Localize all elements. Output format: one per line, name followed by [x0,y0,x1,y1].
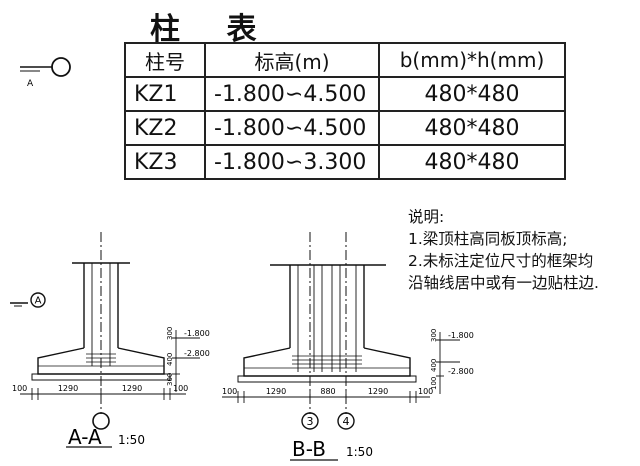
table-title: 柱 表 [150,12,275,47]
section-bb-axis-3: 3 [307,415,314,428]
cell-section-size: 480*480 [378,144,566,180]
bb-elev-bottom: -2.800 [448,367,474,376]
cell-column-id: KZ3 [124,144,206,180]
section-bb-drawing [222,232,460,430]
bb-dim-left: 100 [222,387,237,396]
cell-elevation: -1.800∽4.500 [204,76,380,112]
section-bb-title: B-B [292,437,326,461]
legend-axis-label: A [27,79,34,89]
cell-section-size: 480*480 [378,110,566,146]
aa-elev-bottom: -2.800 [184,349,210,358]
cell-column-id: KZ2 [124,110,206,146]
header-elevation: 标高(m) [204,42,380,78]
section-bb-axis-4: 4 [343,415,350,428]
table-row: KZ2 -1.800∽4.500 480*480 [124,110,566,146]
cell-elevation: -1.800∽4.500 [204,110,380,146]
section-bb-scale: 1:50 [346,445,373,459]
aa-vdim-2: 400 [166,353,174,366]
section-aa-drawing [10,232,200,430]
note-item: 2.未标注定位尺寸的框架均 [408,252,594,270]
aa-vdim-1: 300 [166,327,174,340]
column-schedule-table: 柱号 标高(m) b(mm)*h(mm) KZ1 -1.800∽4.500 48… [124,42,566,180]
table-row: KZ1 -1.800∽4.500 480*480 [124,76,566,112]
aa-vdim-3: 300 [166,373,174,386]
aa-elev-top: -1.800 [184,329,210,338]
cell-column-id: KZ1 [124,76,206,112]
header-section-size: b(mm)*h(mm) [378,42,566,78]
section-aa-title: A-A [68,425,102,449]
table-header-row: 柱号 标高(m) b(mm)*h(mm) [124,42,566,78]
table-row: KZ3 -1.800∽3.300 480*480 [124,144,566,180]
section-aa-scale: 1:50 [118,433,145,447]
bb-elev-top: -1.800 [448,331,474,340]
aa-dim-left: 100 [12,384,27,393]
bb-dim-right: 100 [418,387,433,396]
bb-vdim-3: 100 [430,377,438,390]
notes-title: 说明: [408,208,445,226]
aa-dim-1: 1290 [58,384,78,393]
note-item: 1.梁顶柱高同板顶标高; [408,230,568,248]
header-column-id: 柱号 [124,42,206,78]
bb-dim-2: 880 [320,387,335,396]
aa-dim-right: 100 [173,384,188,393]
bb-dim-1: 1290 [266,387,286,396]
axis-legend [20,57,71,77]
cell-elevation: -1.800∽3.300 [204,144,380,180]
note-item: 沿轴线居中或有一边贴柱边. [408,274,599,292]
bb-vdim-1: 300 [430,329,438,342]
notes-block: 说明: 1.梁顶柱高同板顶标高; 2.未标注定位尺寸的框架均 沿轴线居中或有一边… [408,206,599,294]
bb-vdim-2: 400 [430,359,438,372]
aa-dim-2: 1290 [122,384,142,393]
cell-section-size: 480*480 [378,76,566,112]
section-aa-axis-label: A [35,296,42,307]
bb-dim-3: 1290 [368,387,388,396]
